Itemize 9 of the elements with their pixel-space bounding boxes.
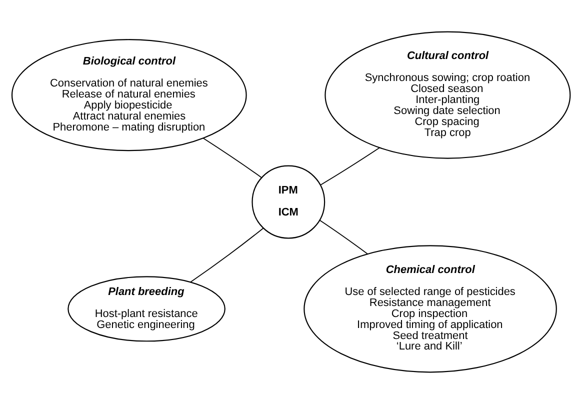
- connector: [320, 146, 380, 185]
- connector: [319, 219, 368, 254]
- connector: [202, 137, 262, 178]
- connector: [190, 227, 264, 282]
- node-ellipse: Biological control Conservation of natural enemies Release of natural enemies Apply biopesticide Attract natural enemies Pheromone – mating disruption: [11, 38, 247, 151]
- node-circle: IPM ICM: [252, 164, 326, 238]
- node-ellipse: Chemical control Use of selected range of pesticides Resistance management Crop inspection Improved timing of application Seed treatment ‘Lure and Kill’: [304, 244, 557, 372]
- node-ellipse: Cultural control Synchronous sowing; crop roation Closed season Inter-planting Sowing date selection Crop spacing Trap crop: [324, 30, 571, 158]
- node-ellipse: Plant breeding Host-plant resistance Genetic engineering: [68, 276, 226, 342]
